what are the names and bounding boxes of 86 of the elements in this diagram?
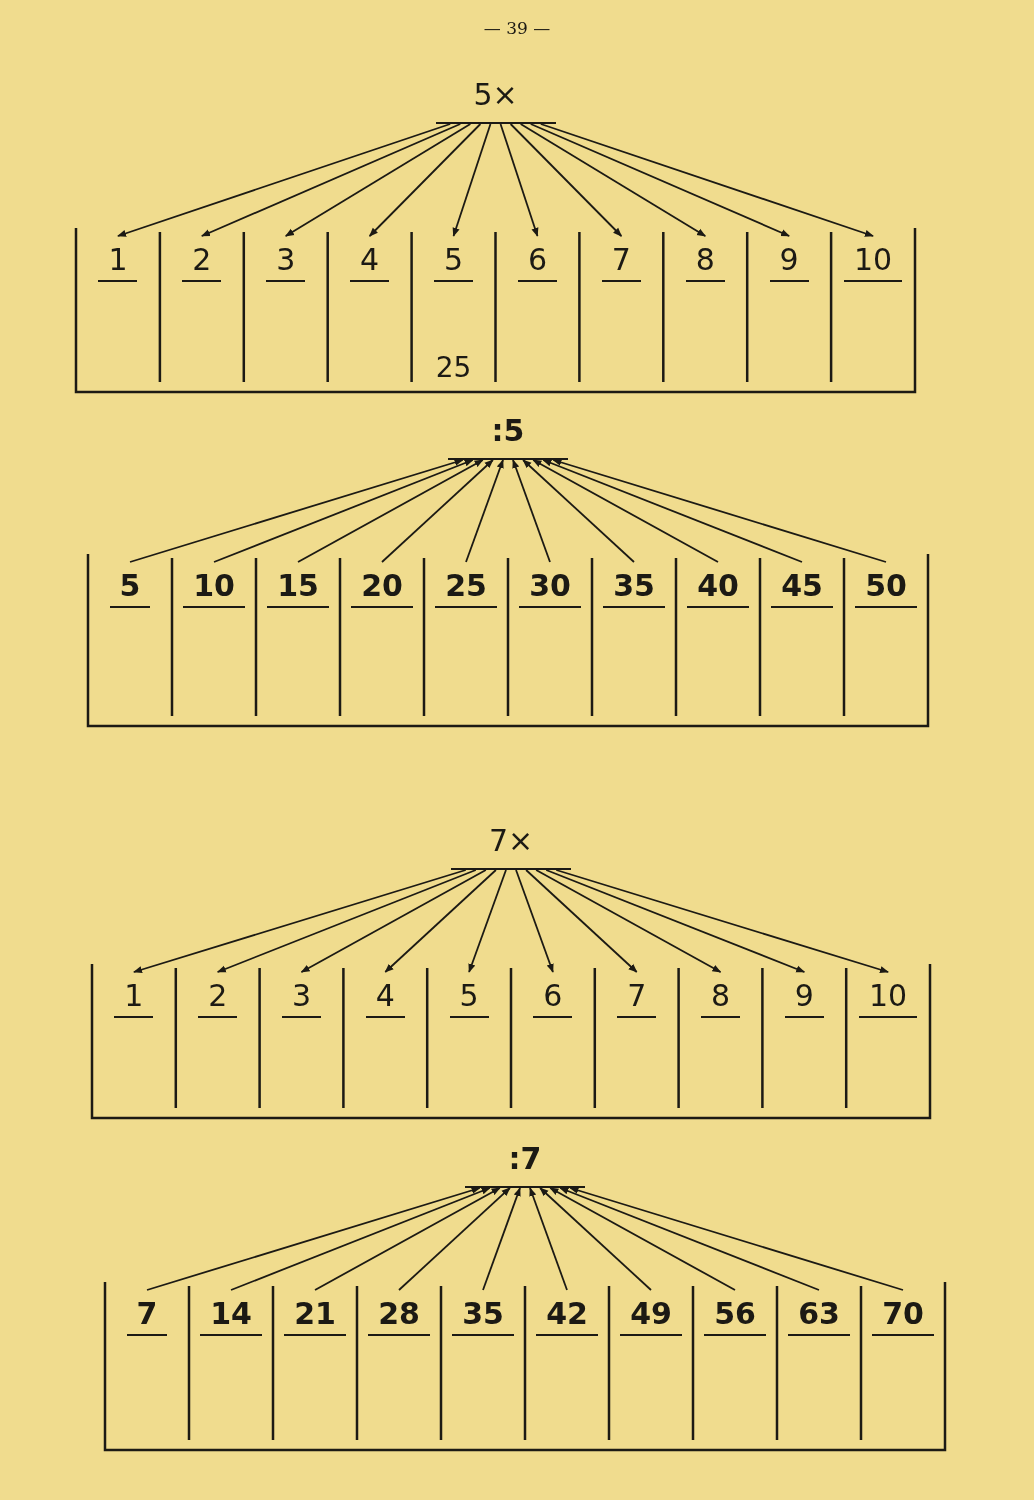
arrow [230,1187,491,1291]
arrow [552,458,887,563]
column-number: 1 [114,978,154,1018]
arrow [216,869,477,973]
arrow [468,869,507,973]
arrow [539,1187,652,1291]
column-number: 8 [700,978,741,1018]
arrow [535,869,722,973]
column-number: 6 [517,242,557,282]
column-number: 42 [536,1296,598,1336]
column-number: 45 [771,568,833,608]
column-number: 35 [603,568,665,608]
arrow [512,459,551,563]
column-number: 25 [435,568,497,608]
column-number: 9 [784,978,824,1018]
arrow [515,869,554,973]
column-number: 2 [182,242,222,282]
column-number: 70 [872,1296,934,1336]
arrow [529,1187,568,1291]
column-number: 35 [452,1296,514,1336]
column-number: 40 [687,568,749,608]
column-number: 10 [183,568,245,608]
column-number: 7 [601,242,641,282]
arrow [542,459,803,563]
arrow [529,123,791,237]
arrow [525,869,638,973]
answer-number: 25 [435,351,472,384]
column-number: 63 [788,1296,850,1336]
arrow [368,123,482,237]
arrow [213,459,474,563]
column-number: 4 [350,242,390,282]
arrow [398,1187,511,1291]
arrow [284,123,472,237]
operator-label: :5 [491,412,525,450]
arrow [129,458,464,563]
operator-label: 5× [473,76,518,114]
column-number: 10 [843,242,903,282]
arrow [133,869,467,974]
arrow [499,123,539,237]
column-number: 8 [685,242,725,282]
column-number: 30 [519,568,581,608]
column-number: 2 [198,978,238,1018]
arrow [384,869,497,973]
page-number: — 39 — [483,18,551,38]
column-number: 7 [617,978,657,1018]
column-number: 50 [855,568,917,608]
arrow [297,459,484,563]
arrow [539,123,874,237]
column-number: 49 [620,1296,682,1336]
column-number: 7 [126,1296,168,1336]
column-number: 9 [769,242,809,282]
arrow [452,123,492,237]
column-number: 15 [267,568,329,608]
arrow [569,1186,904,1291]
arrow [146,1186,481,1291]
arrow [200,123,462,237]
column-number: 10 [859,978,918,1018]
column-number: 5 [434,242,474,282]
arrow [465,459,504,563]
arrow [314,1187,501,1291]
column-number: 3 [281,978,322,1018]
arrow [559,1187,820,1291]
arrow [117,123,452,237]
arrow [555,869,889,974]
arrow [482,1187,521,1291]
arrow [509,123,623,237]
column-number: 28 [368,1296,430,1336]
arrow [519,123,707,237]
column-number: 5 [109,568,151,608]
column-number: 14 [200,1296,262,1336]
arrow [545,869,806,973]
arrow [381,459,494,563]
arrow [532,459,719,563]
column-number: 6 [533,978,573,1018]
operator-label: 7× [488,822,534,860]
column-number: 56 [704,1296,766,1336]
column-number: 5 [449,978,489,1018]
column-number: 20 [351,568,413,608]
arrow [300,869,487,973]
arrow [522,459,635,563]
operator-label: :7 [508,1140,542,1178]
column-number: 3 [266,242,306,282]
column-number: 1 [98,242,138,282]
arrow [549,1187,736,1291]
column-number: 21 [284,1296,346,1336]
column-number: 4 [365,978,405,1018]
